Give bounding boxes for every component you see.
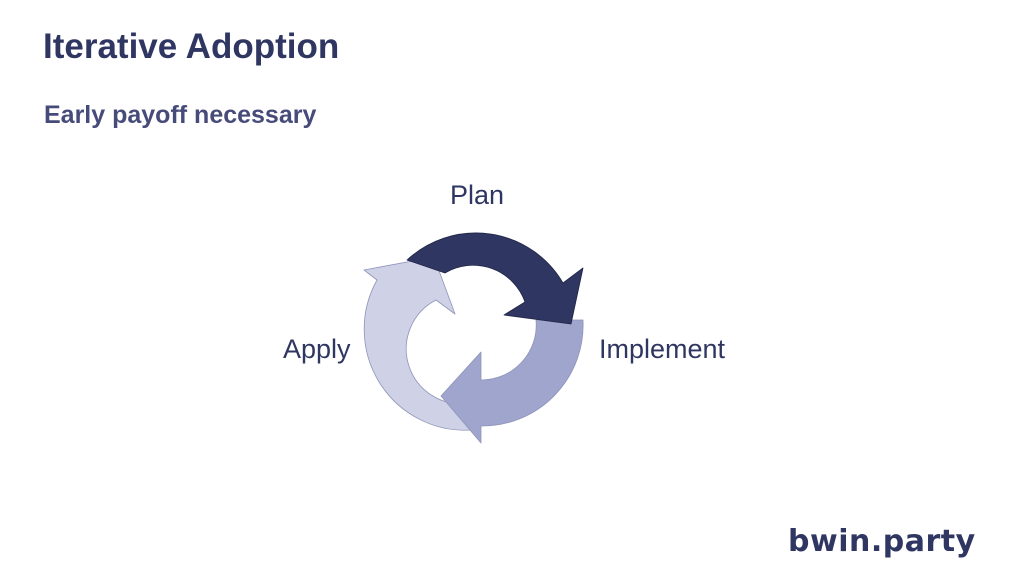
slide-title: Iterative Adoption xyxy=(43,27,340,66)
cycle-arrow-implement xyxy=(440,319,584,444)
cycle-label-plan: Plan xyxy=(450,180,505,210)
bwin-party-logo: bwin.party xyxy=(788,524,976,559)
cycle-arrow-plan xyxy=(406,232,584,325)
cycle-label-implement: Implement xyxy=(599,334,726,364)
cycle-arrow-apply xyxy=(363,256,473,431)
slide-subtitle: Early payoff necessary xyxy=(44,101,317,129)
cycle-label-apply: Apply xyxy=(283,334,351,364)
